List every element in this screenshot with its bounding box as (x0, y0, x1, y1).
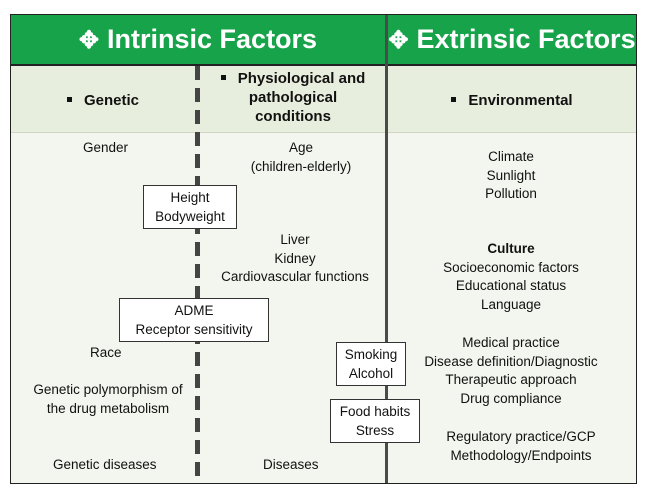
medical-practice-group: Medical practice Disease definition/Diag… (424, 335, 598, 406)
climate-group: Climate Sunlight Pollution (485, 149, 537, 201)
culture-heading: Culture (487, 241, 535, 256)
extrinsic-title-text: Extrinsic Factors (416, 24, 636, 54)
physiological-heading-line3: conditions (255, 108, 331, 125)
gender-label: Gender (83, 140, 129, 155)
diamond-icon: ✥ (78, 27, 100, 54)
solid-divider (385, 15, 388, 483)
polymorphism-label: Genetic polymorphism of the drug metabol… (33, 382, 183, 416)
genetic-diseases-label: Genetic diseases (53, 457, 157, 472)
culture-group: Culture Socioeconomic factors Educationa… (411, 240, 611, 314)
diseases-label: Diseases (263, 457, 319, 472)
physiological-heading: Physiological and pathological condition… (201, 69, 385, 126)
physiological-heading-line2: pathological (248, 89, 338, 106)
factors-diagram: ✥ Intrinsic Factors ✥ Extrinsic Factors Ge… (10, 14, 637, 484)
subheader-row: Genetic Physiological and pathological c… (11, 66, 636, 133)
adme-box: ADME Receptor sensitivity (119, 298, 269, 342)
bullet-icon (66, 96, 72, 102)
race-label: Race (90, 345, 122, 360)
bullet-icon (220, 74, 226, 80)
header-bar: ✥ Intrinsic Factors ✥ Extrinsic Factors (11, 15, 636, 66)
food-stress-box: Food habits Stress (330, 399, 420, 443)
extrinsic-title: ✥ Extrinsic Factors (388, 15, 636, 64)
intrinsic-title-text: Intrinsic Factors (107, 24, 318, 54)
smoking-alcohol-box: Smoking Alcohol (336, 342, 406, 386)
genetic-heading: Genetic (11, 91, 195, 110)
genetic-heading-text: Genetic (83, 92, 140, 109)
age-label: Age (children-elderly) (250, 140, 352, 174)
bullet-icon (451, 96, 457, 102)
height-bodyweight-box: Height Bodyweight (143, 185, 237, 229)
diamond-icon: ✥ (388, 27, 409, 54)
environmental-heading-text: Environmental (468, 92, 573, 109)
environmental-heading: Environmental (388, 91, 636, 110)
physiological-heading-line1: Physiological and (201, 69, 385, 88)
intrinsic-title: ✥ Intrinsic Factors (11, 15, 385, 64)
organ-functions-label: Liver Kidney Cardiovascular functions (221, 232, 369, 284)
regulatory-group: Regulatory practice/GCP Methodology/Endp… (446, 429, 596, 463)
dashed-divider (195, 66, 200, 484)
